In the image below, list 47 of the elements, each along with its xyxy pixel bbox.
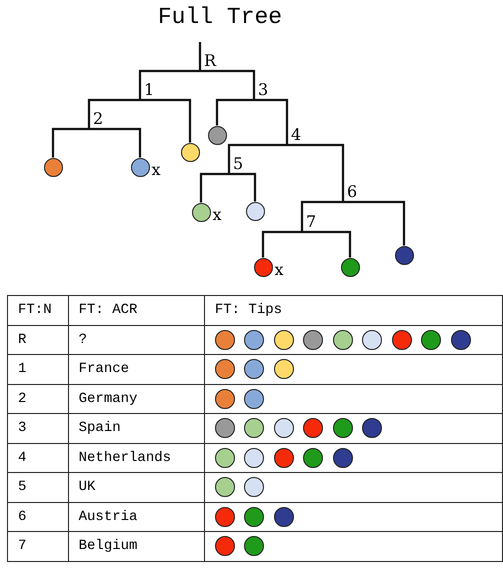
state-name: Belgium [78, 538, 138, 554]
tree-branch [300, 200, 343, 232]
node-id: R [18, 332, 26, 348]
tip-mark: x [212, 206, 222, 222]
node-label: 7 [306, 213, 316, 230]
tip-mark: x [152, 160, 161, 178]
state-name: Netherlands [78, 450, 172, 466]
tree-branch [138, 70, 200, 100]
node-id: 7 [18, 538, 26, 554]
node-label: 4 [291, 126, 302, 143]
tree-branch [287, 144, 344, 202]
node-id: 2 [18, 390, 26, 407]
node-id: 1 [18, 361, 26, 378]
node-label: 2 [93, 110, 104, 127]
tip-mark: x [274, 260, 284, 278]
state-name: Spain [78, 420, 121, 436]
tree-branch [140, 98, 192, 142]
tree-branch [200, 172, 229, 202]
tree-branch [343, 200, 406, 246]
tree-branch [52, 128, 89, 158]
node-id: 3 [18, 420, 26, 436]
node-id: 5 [18, 479, 26, 496]
tree-branch [254, 98, 288, 145]
node-label: 6 [347, 183, 358, 200]
state-name: Germany [78, 390, 138, 407]
state-name: Austria [78, 508, 138, 525]
column-header: FT: Tips [214, 302, 282, 318]
column-header: FT:N [18, 302, 52, 318]
node-label: 1 [144, 81, 154, 98]
tree-branch [216, 98, 254, 126]
state-name: UK [78, 479, 96, 496]
tree-branch [200, 70, 256, 100]
tree-branch [89, 128, 142, 158]
state-name: France [78, 361, 130, 378]
state-name: ? [78, 332, 88, 348]
node-label: 3 [258, 81, 268, 98]
node-id: 6 [18, 508, 26, 525]
column-header: FT: ACR [78, 302, 138, 318]
tree-branch [229, 172, 256, 202]
node-label: R [204, 52, 216, 69]
diagram-title: Full Tree [156, 4, 284, 30]
tree-branch [228, 144, 287, 174]
tree-branch [262, 230, 302, 258]
tree-branch [88, 98, 140, 129]
node-label: 5 [233, 155, 244, 172]
node-id: 4 [18, 450, 26, 466]
tree-branch [302, 230, 352, 258]
